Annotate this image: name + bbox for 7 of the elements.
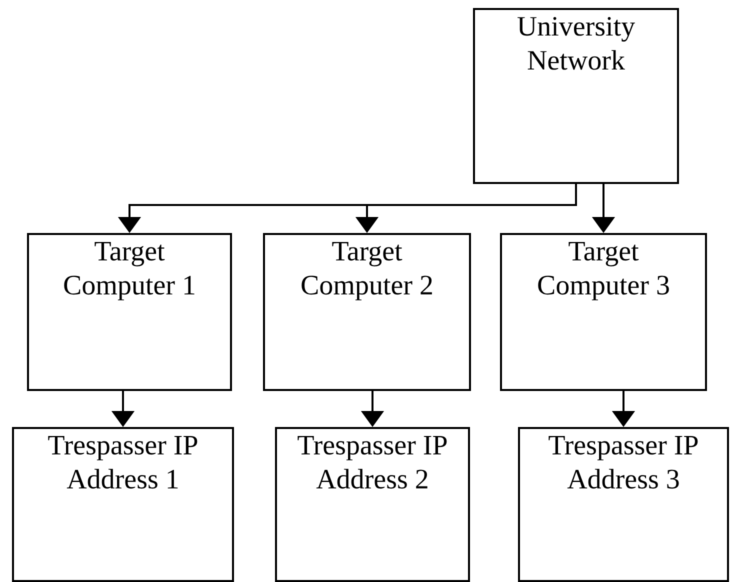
box: Trespasser IP Address 1 — [12, 427, 234, 582]
box: Target Computer 2 — [263, 233, 471, 391]
box: Trespasser IP Address 3 — [518, 427, 729, 582]
box: Target Computer 1 — [27, 233, 232, 391]
box: University Network — [473, 8, 679, 184]
box: Trespasser IP Address 2 — [275, 427, 470, 582]
box: Target Computer 3 — [500, 233, 707, 391]
